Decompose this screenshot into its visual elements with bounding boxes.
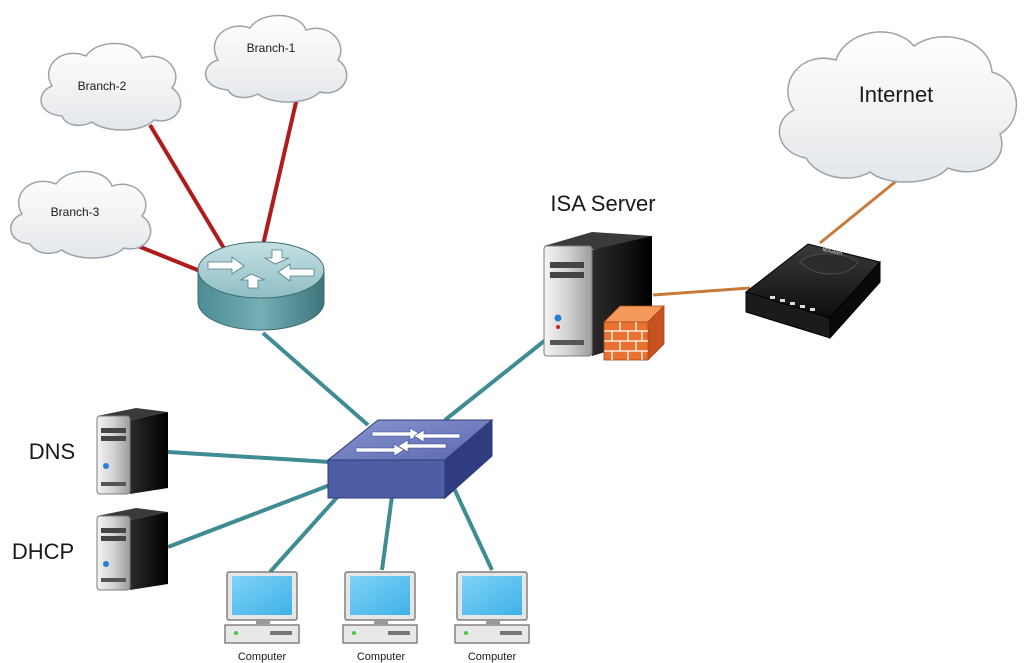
link-computer3-switch	[450, 483, 494, 571]
cloud-icon	[778, 31, 1017, 183]
isa-server: ISA Server	[543, 191, 665, 361]
link-branch1-router	[261, 84, 302, 246]
link-computer2-switch	[380, 495, 394, 571]
computer-label: Computer	[468, 651, 517, 663]
router-icon	[197, 241, 325, 331]
computer-label: Computer	[238, 651, 287, 663]
firewall-icon	[603, 305, 665, 361]
cloud-label: Branch-2	[78, 79, 127, 93]
dns-server: DNS	[29, 408, 168, 495]
dhcp-label: DHCP	[12, 539, 74, 564]
link-modem-internet	[819, 176, 901, 245]
cloud-icon	[10, 170, 152, 259]
cloud-icon	[204, 14, 348, 103]
cloud-internet: Internet	[778, 31, 1017, 183]
computer-icon	[454, 571, 530, 644]
link-isa-modem	[652, 286, 751, 297]
cloud-label: Internet	[859, 82, 934, 107]
cloud-icon	[40, 42, 182, 131]
computer-label: Computer	[357, 651, 406, 663]
cloud-label: Branch-1	[247, 41, 296, 55]
dhcp-server: DHCP	[12, 508, 168, 591]
computer-2: Computer	[342, 571, 418, 663]
router	[197, 241, 325, 331]
link-dhcp-switch	[167, 483, 331, 549]
link-branch2-router	[148, 123, 230, 257]
switch-icon	[326, 418, 494, 500]
computer-icon	[342, 571, 418, 644]
cloud-branch-3: Branch-3	[10, 170, 152, 259]
link-isa-switch	[443, 336, 550, 422]
computer-1: Computer	[224, 571, 300, 663]
link-computer1-switch	[268, 492, 342, 574]
isa-server-label: ISA Server	[550, 191, 655, 216]
link-dns-switch	[167, 450, 331, 464]
computer-icon	[224, 571, 300, 644]
server-icon	[96, 408, 168, 495]
modem-icon: lexatel	[744, 243, 881, 340]
server-icon	[96, 508, 168, 591]
links	[127, 84, 901, 574]
cloud-branch-1: Branch-1	[204, 14, 348, 103]
link-router-switch	[261, 331, 370, 427]
modem: lexatel	[744, 243, 881, 340]
cloud-label: Branch-3	[51, 205, 100, 219]
dns-label: DNS	[29, 439, 75, 464]
modem-brand-label: lexatel	[822, 246, 844, 257]
switch	[326, 418, 494, 500]
computer-3: Computer	[454, 571, 530, 663]
cloud-branch-2: Branch-2	[40, 42, 182, 131]
